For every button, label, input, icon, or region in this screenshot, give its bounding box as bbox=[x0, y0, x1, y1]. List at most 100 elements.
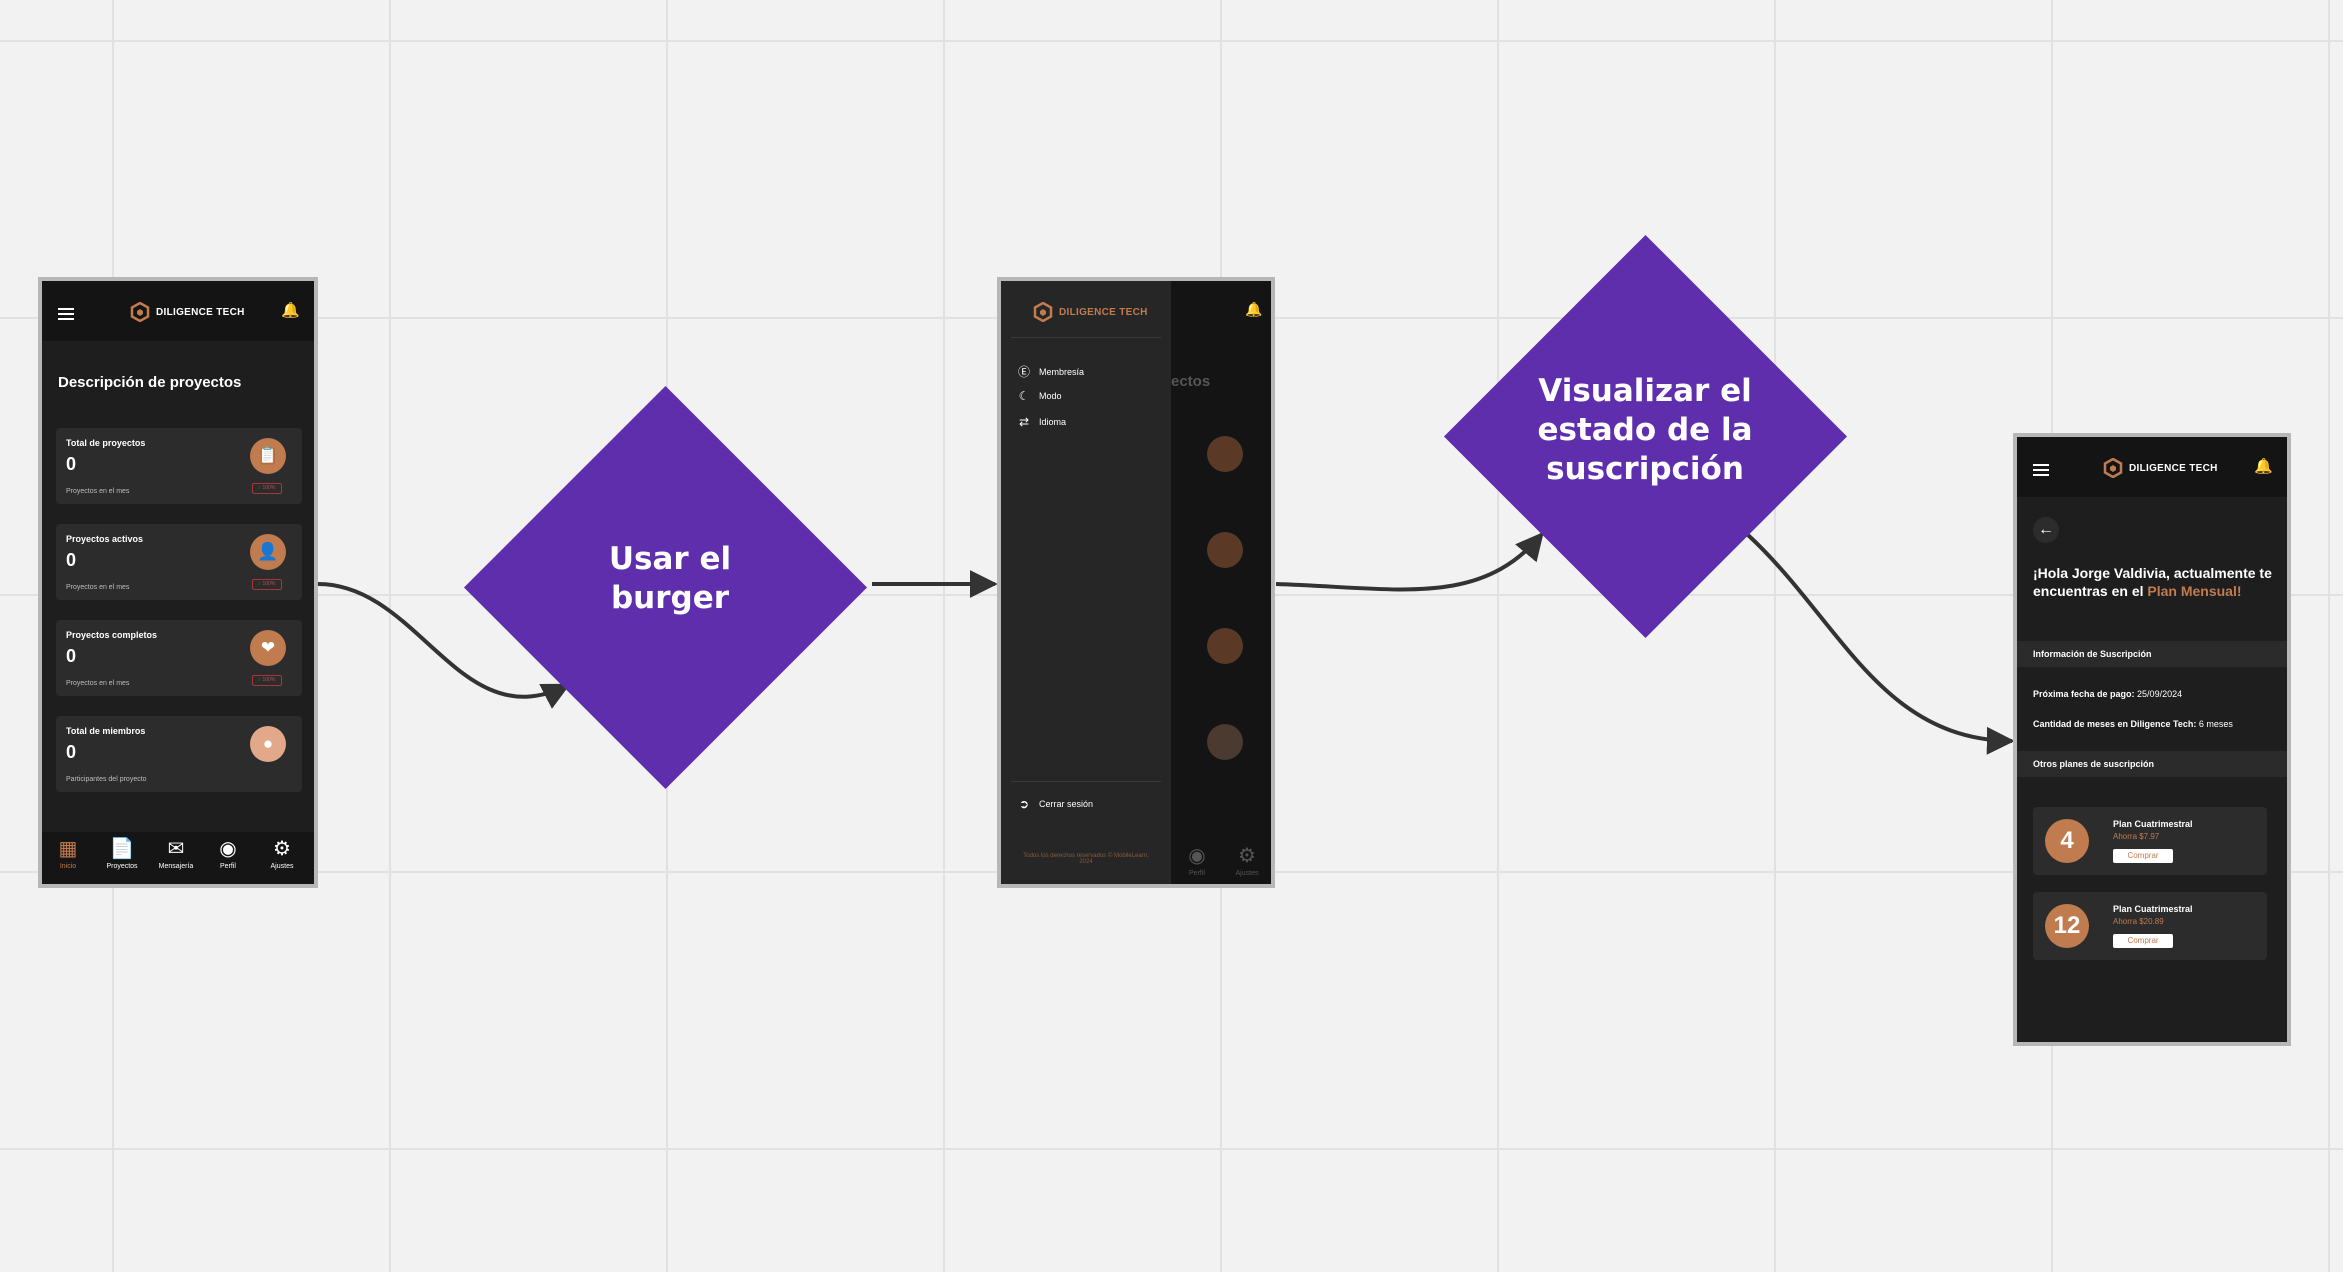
language-icon: ⇄ bbox=[1018, 415, 1030, 429]
profile-icon: ◉ bbox=[1188, 845, 1206, 867]
card-title: Total de miembros bbox=[66, 726, 146, 736]
brand-name: DILIGENCE TECH bbox=[1059, 306, 1148, 318]
phone-subscription: DILIGENCE TECH 🔔 ← ¡Hola Jorge Valdivia,… bbox=[2013, 433, 2291, 1046]
arrow-4 bbox=[1746, 533, 2015, 755]
nav-label: Perfil bbox=[1189, 870, 1205, 877]
bell-icon[interactable]: 🔔 bbox=[281, 302, 300, 319]
card-completed-projects[interactable]: Proyectos completos 0 Proyectos en el me… bbox=[56, 620, 302, 696]
card-subtitle: Proyectos en el mes bbox=[66, 488, 130, 495]
greeting-text: ¡Hola Jorge Valdivia, actualmente te enc… bbox=[2033, 565, 2272, 599]
menu-item-label: Modo bbox=[1039, 391, 1062, 401]
hexagon-logo-icon bbox=[130, 302, 150, 322]
trend-badge: ↑ 100% bbox=[252, 579, 282, 590]
card-title: Total de proyectos bbox=[66, 438, 146, 448]
divider bbox=[1011, 337, 1161, 338]
logout-button[interactable]: ➲ Cerrar sesión bbox=[1017, 797, 1093, 811]
page-title: Descripción de proyectos bbox=[58, 374, 242, 391]
buy-button[interactable]: Comprar bbox=[2113, 934, 2173, 948]
current-plan-name: Plan Mensual! bbox=[2147, 582, 2242, 599]
divider bbox=[1011, 781, 1161, 782]
nav-item-inicio[interactable]: ▦ Inicio bbox=[42, 838, 94, 870]
card-active-projects[interactable]: Proyectos activos 0 Proyectos en el mes … bbox=[56, 524, 302, 600]
card-subtitle: Proyectos en el mes bbox=[66, 680, 130, 687]
step-label-2: Visualizar el estado de la suscripción bbox=[1537, 373, 1753, 487]
profile-icon: ◉ bbox=[219, 838, 237, 860]
side-drawer: DILIGENCE TECH Ⓔ Membresía ☾ Modo ⇄ Idio… bbox=[1001, 281, 1171, 884]
group-icon: ● bbox=[250, 726, 286, 762]
months-value: 6 meses bbox=[2198, 719, 2233, 729]
card-title: Proyectos activos bbox=[66, 534, 144, 544]
nav-item-ajustes: ⚙ Ajustes bbox=[1221, 845, 1271, 877]
step-label-1: Usar el burger bbox=[608, 541, 732, 616]
next-payment-label: Próxima fecha de pago: bbox=[2033, 689, 2135, 699]
card-total-projects[interactable]: Total de proyectos 0 Proyectos en el mes… bbox=[56, 428, 302, 504]
nav-item-perfil[interactable]: ◉ Perfil bbox=[202, 838, 254, 870]
gear-icon: ⚙ bbox=[1238, 845, 1256, 867]
section-other-plans: Otros planes de suscripción bbox=[2017, 751, 2287, 777]
background-heading: ectos bbox=[1171, 373, 1211, 390]
section-subscription-info: Información de Suscripción bbox=[2017, 641, 2287, 667]
card-total-members[interactable]: Total de miembros 0 Participantes del pr… bbox=[56, 716, 302, 792]
card-value: 0 bbox=[66, 550, 77, 570]
brand-name: DILIGENCE TECH bbox=[156, 306, 245, 318]
next-payment-value: 25/09/2024 bbox=[2137, 689, 2183, 699]
card-value: 0 bbox=[66, 742, 77, 762]
burger-menu-icon[interactable] bbox=[2033, 464, 2049, 476]
menu-item-label: Membresía bbox=[1039, 366, 1085, 377]
nav-label: Mensajería bbox=[158, 863, 194, 870]
brand-logo: DILIGENCE TECH bbox=[130, 302, 245, 322]
moon-icon: ☾ bbox=[1018, 389, 1030, 403]
top-bar: DILIGENCE TECH 🔔 bbox=[42, 281, 314, 341]
menu-item-modo[interactable]: ☾ Modo bbox=[1017, 389, 1062, 403]
user-clipboard-icon: 👤 bbox=[250, 534, 286, 570]
burger-menu-icon[interactable] bbox=[58, 308, 74, 320]
nav-label: Ajustes bbox=[1235, 870, 1259, 877]
bell-icon: 🔔 bbox=[1245, 301, 1263, 317]
document-icon: 📄 bbox=[109, 838, 135, 860]
bell-icon[interactable]: 🔔 bbox=[2254, 458, 2273, 475]
card-value: 0 bbox=[66, 454, 77, 474]
dim-icon-3 bbox=[1207, 628, 1243, 664]
plan-card-4[interactable]: 4 Plan Cuatrimestral Ahorra $7.97 Compra… bbox=[2033, 807, 2267, 875]
brand-logo: DILIGENCE TECH bbox=[2103, 458, 2218, 478]
plan-number: 12 bbox=[2045, 904, 2089, 948]
phone-menu: ectos 🔔 ◉ Perfil ⚙ Ajustes DILIGENCE TEC… bbox=[997, 277, 1275, 888]
grid-icon: ▦ bbox=[58, 838, 78, 860]
next-payment-row: Próxima fecha de pago: 25/09/2024 bbox=[2033, 689, 2182, 699]
buy-button[interactable]: Comprar bbox=[2113, 849, 2173, 863]
hexagon-logo-icon bbox=[1033, 302, 1053, 322]
brand-logo: DILIGENCE TECH bbox=[1033, 302, 1148, 322]
handshake-icon: ❤ bbox=[250, 630, 286, 666]
mail-icon: ✉ bbox=[167, 838, 185, 860]
card-title: Proyectos completos bbox=[66, 630, 158, 640]
menu-item-label: Idioma bbox=[1039, 417, 1067, 427]
plan-card-12[interactable]: 12 Plan Cuatrimestral Ahorra $20.89 Comp… bbox=[2033, 892, 2267, 960]
nav-label: Ajustes bbox=[270, 863, 294, 870]
dim-icon-4 bbox=[1207, 724, 1243, 760]
arrow-3 bbox=[1275, 531, 1544, 592]
card-value: 0 bbox=[66, 646, 77, 666]
logout-label: Cerrar sesión bbox=[1039, 799, 1094, 809]
nav-label: Proyectos bbox=[106, 863, 138, 870]
nav-item-mensajeria[interactable]: ✉ Mensajería bbox=[150, 838, 202, 870]
dollar-icon: Ⓔ bbox=[1017, 365, 1030, 379]
card-subtitle: Participantes del proyecto bbox=[66, 776, 147, 783]
greeting-text: ¡Hola Jorge Valdivia, actualmente te enc… bbox=[2033, 565, 2273, 600]
nav-item-ajustes[interactable]: ⚙ Ajustes bbox=[256, 838, 308, 870]
trend-badge: ↑ 100% bbox=[252, 675, 282, 686]
menu-item-membresia[interactable]: Ⓔ Membresía bbox=[1017, 363, 1084, 380]
months-row: Cantidad de meses en Diligence Tech: 6 m… bbox=[2033, 719, 2233, 729]
menu-item-idioma[interactable]: ⇄ Idioma bbox=[1017, 415, 1066, 429]
dim-icon-1 bbox=[1207, 436, 1243, 472]
months-label: Cantidad de meses en Diligence Tech: bbox=[2033, 719, 2197, 729]
phone-dashboard: DILIGENCE TECH 🔔 Descripción de proyecto… bbox=[38, 277, 318, 888]
logout-icon: ➲ bbox=[1018, 797, 1030, 811]
footer-text: Todos los derechos reservados © MobileLe… bbox=[1023, 853, 1149, 865]
plan-name: Plan Cuatrimestral bbox=[2113, 904, 2193, 914]
arrow-1 bbox=[317, 582, 571, 709]
back-button[interactable]: ← bbox=[2033, 517, 2059, 543]
nav-item-proyectos[interactable]: 📄 Proyectos bbox=[96, 838, 148, 870]
brand-name: DILIGENCE TECH bbox=[2129, 462, 2218, 474]
bottom-nav: ▦ Inicio 📄 Proyectos ✉ Mensajería ◉ Perf… bbox=[42, 832, 314, 884]
